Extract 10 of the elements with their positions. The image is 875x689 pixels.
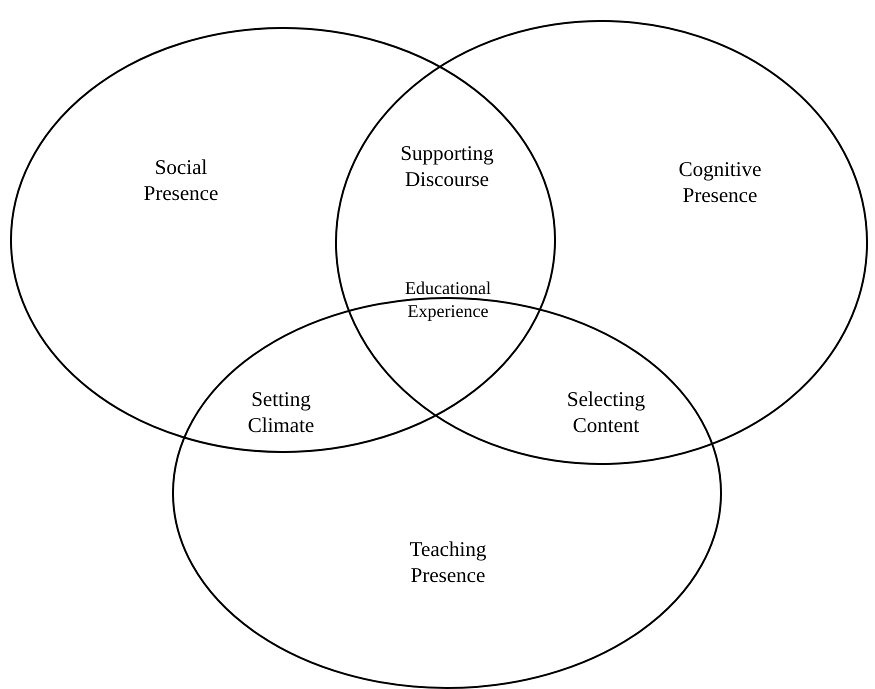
venn-ellipse [172,297,722,689]
set-label: Teaching Presence [408,536,488,588]
region-label: Selecting Content [566,386,646,438]
set-label: Cognitive Presence [678,156,762,208]
region-label: Educational Experience [404,277,492,323]
set-label: Social Presence [142,154,220,206]
venn-ellipse [335,20,868,465]
region-label: Setting Climate [246,386,316,438]
region-label: Supporting Discourse [399,140,495,192]
venn-ellipse [10,27,556,453]
